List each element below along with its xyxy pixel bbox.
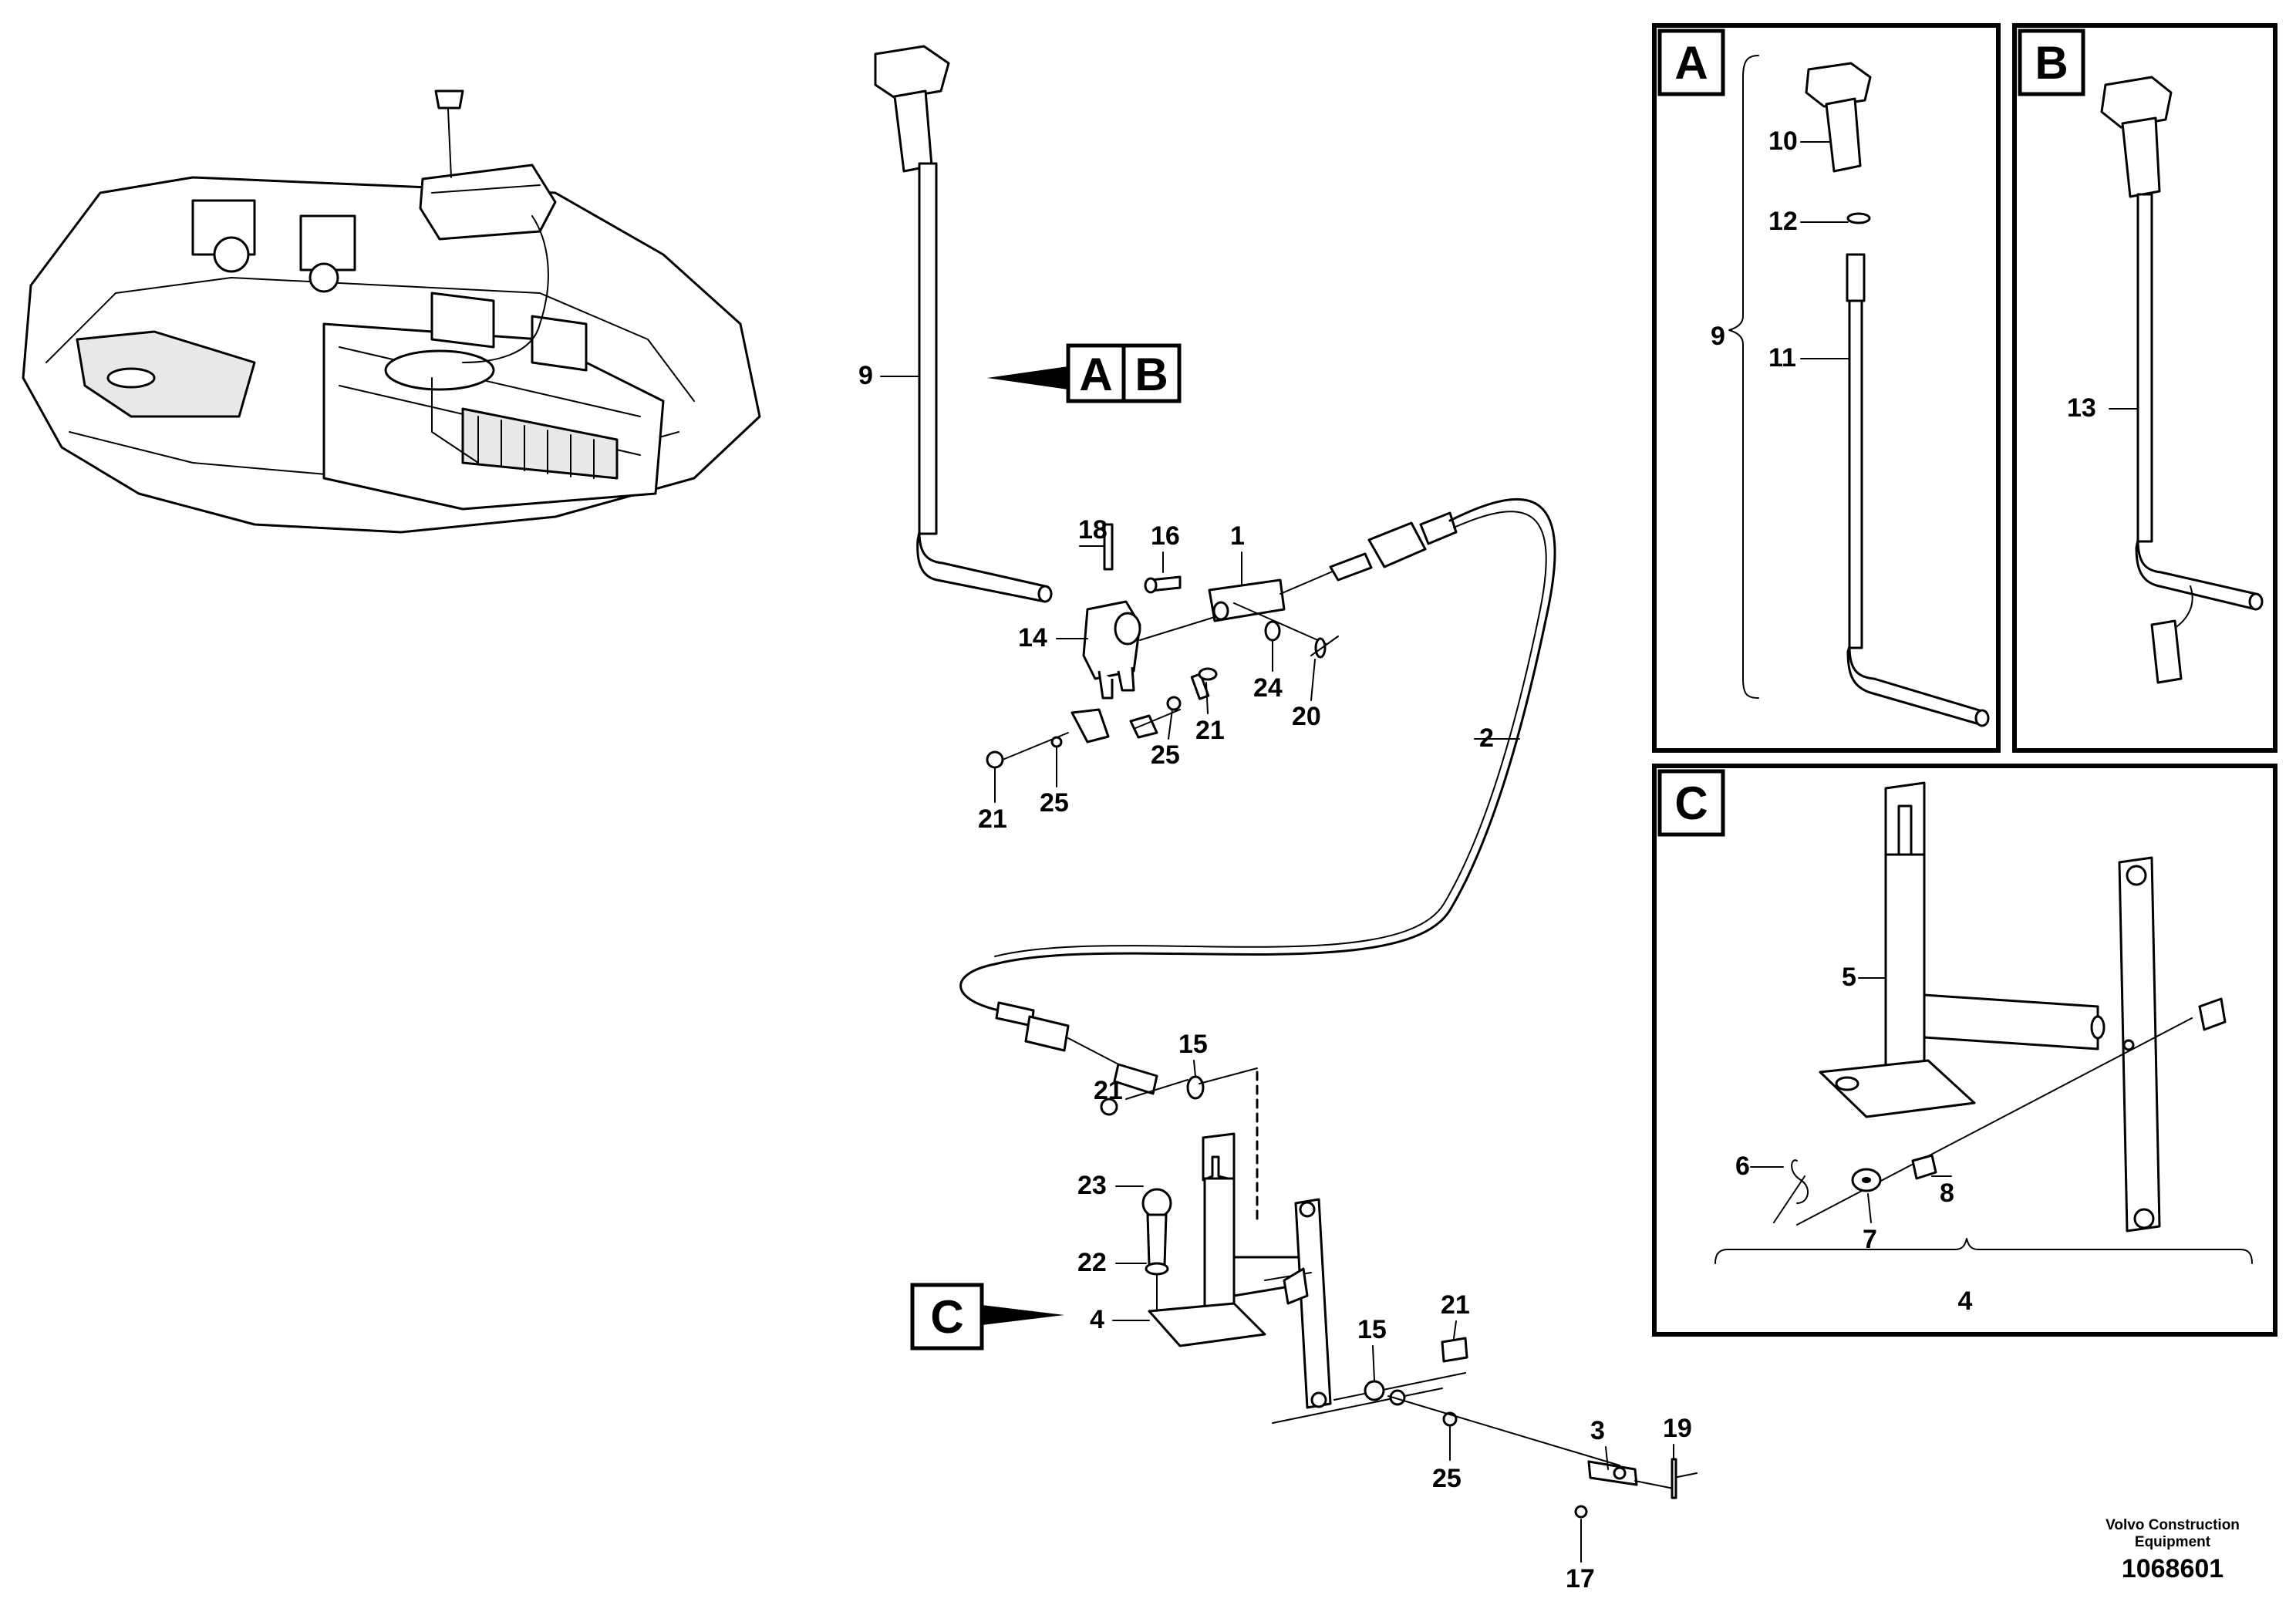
callout-25-lower: 25: [1432, 1464, 1462, 1493]
callout-21-lower: 21: [1441, 1290, 1470, 1320]
callout-19: 19: [1663, 1414, 1692, 1443]
view-tag-c: C: [910, 1283, 1064, 1351]
panel-b-letter: B: [2035, 37, 2068, 89]
detail-panel-b: B 13: [2012, 23, 2277, 753]
panel-a-callout-11: 11: [1768, 343, 1796, 373]
panel-b-callout-13: 13: [2067, 393, 2096, 423]
brand-line-2: Equipment: [2135, 1534, 2211, 1550]
drawing-footer: Volvo Construction Equipment 1068601: [2106, 1517, 2240, 1583]
panel-a-callout-10: 10: [1768, 126, 1798, 156]
callout-3: 3: [1590, 1416, 1605, 1445]
view-tag-c-letter: C: [930, 1291, 963, 1343]
panel-c-callout-5: 5: [1842, 963, 1856, 992]
panel-c-callout-7: 7: [1863, 1225, 1877, 1254]
view-tag-b: B: [1135, 349, 1168, 400]
callout-9: 9: [858, 361, 873, 390]
drawing-number: 1068601: [2122, 1554, 2224, 1583]
view-tag-ab: A B: [987, 343, 1182, 403]
panel-c-callout-8: 8: [1940, 1179, 1954, 1208]
panel-a-letter: A: [1674, 37, 1708, 89]
detail-panel-a: A 10 12 9 11: [1652, 23, 2001, 753]
callout-21-left: 21: [978, 804, 1007, 834]
control-lever: [874, 45, 1053, 603]
detail-panel-c: C 5 6 7 8 4: [1652, 764, 2277, 1337]
view-tag-a-box: [1066, 343, 1126, 403]
upper-frame-overview: [22, 89, 761, 534]
callout-16: 16: [1151, 521, 1180, 551]
panel-c-callout-4: 4: [1958, 1286, 1973, 1316]
callout-22: 22: [1077, 1248, 1107, 1277]
callout-15-upper: 15: [1178, 1030, 1208, 1059]
view-tag-a: A: [1079, 349, 1112, 400]
callout-24: 24: [1253, 673, 1283, 703]
callout-18: 18: [1078, 515, 1108, 545]
panel-a-callout-9: 9: [1711, 322, 1725, 351]
callout-15-lower: 15: [1357, 1315, 1387, 1344]
callout-17: 17: [1566, 1564, 1595, 1593]
link-rod: [1272, 1337, 1698, 1519]
lower-bracket: [1141, 1132, 1332, 1409]
panel-c-letter: C: [1674, 777, 1708, 829]
callout-21-mid: 21: [1094, 1076, 1123, 1105]
callout-labels: 9 18 16 1 14 24 20 21 25 25 21 2 15 21 2…: [858, 361, 1692, 1593]
callout-4: 4: [1090, 1305, 1104, 1334]
callout-14: 14: [1018, 623, 1047, 653]
brand-line-1: Volvo Construction: [2106, 1517, 2240, 1533]
callout-21-upper: 21: [1195, 716, 1225, 745]
callout-25-upper: 25: [1151, 740, 1180, 770]
callout-20: 20: [1292, 702, 1321, 731]
lever-bracket-assembly: [986, 523, 1339, 769]
panel-c-callout-6: 6: [1735, 1152, 1750, 1181]
push-pull-cable: [959, 497, 1556, 1220]
callout-1: 1: [1230, 521, 1245, 551]
callout-23: 23: [1077, 1171, 1107, 1200]
view-tag-b-box: [1121, 343, 1182, 403]
panel-a-callout-12: 12: [1768, 207, 1798, 236]
callout-25-left: 25: [1040, 788, 1069, 818]
